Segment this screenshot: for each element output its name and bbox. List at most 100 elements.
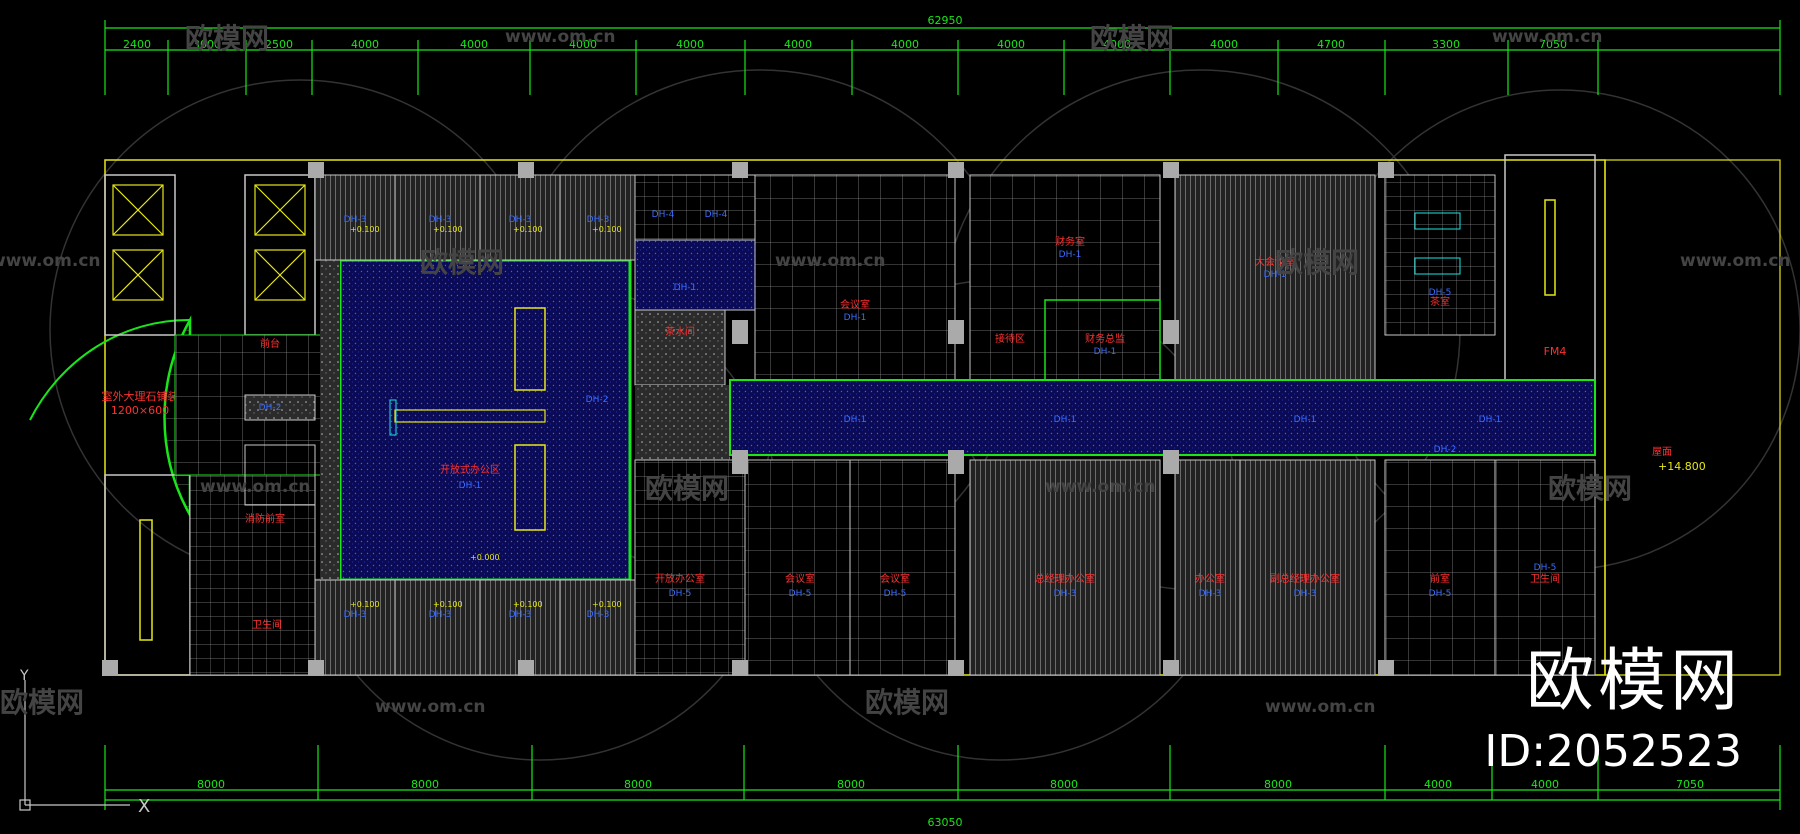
columns <box>102 162 1394 676</box>
washroom-left <box>189 474 316 676</box>
tea-room-floor <box>634 309 726 386</box>
room-tag: DH-3 <box>587 215 610 225</box>
watermark-brand: 欧模网 <box>645 472 729 505</box>
dim-label: 7050 <box>1539 38 1567 51</box>
watermark-brand: 欧模网 <box>865 686 949 719</box>
room-tag: DH-5 <box>789 589 812 599</box>
dim-label: 4000 <box>460 38 488 51</box>
watermark-brand: 欧模网 <box>1090 22 1174 55</box>
open-office-edge <box>320 260 340 580</box>
watermark-site: www.om.cn <box>1492 27 1603 47</box>
partition <box>394 409 546 423</box>
room-tag: DH-5 <box>884 589 907 599</box>
room-tag: DH-3 <box>587 610 610 620</box>
watermark-site: www.om.cn <box>775 251 886 271</box>
watermark-id: ID:2052523 <box>1484 726 1742 777</box>
watermark-site: www.om.cn <box>1045 477 1156 497</box>
entrance-arc <box>29 318 191 421</box>
room-name: 总经理办公室 <box>1035 572 1095 585</box>
watermark-brand: 欧模网 <box>0 686 84 719</box>
room-tag: DH-5 <box>1429 288 1452 298</box>
room-tag: DH-1 <box>1059 250 1082 260</box>
room-name: 前台 <box>260 337 280 350</box>
room-tag: DH-1 <box>844 313 867 323</box>
room-tag: DH-5 <box>1534 563 1557 573</box>
dim-label: 8000 <box>837 778 865 791</box>
room-tag: DH-5 <box>1429 589 1452 599</box>
room-name: 接待区 <box>995 332 1025 345</box>
tea-table <box>1414 212 1461 230</box>
semicircle-size: 1200×600 <box>111 404 169 417</box>
room-name: 卫生间 <box>252 618 282 631</box>
level-mark: +0.100 <box>350 225 380 234</box>
level-mark: +0.100 <box>513 225 543 234</box>
dim-label: 8000 <box>197 778 225 791</box>
dim-label: 4000 <box>569 38 597 51</box>
dim-label: 4700 <box>1317 38 1345 51</box>
bottom-dimension-chain <box>104 745 1781 810</box>
open-office-label: 开放式办公区 <box>440 463 500 476</box>
room-tag: DH-1 <box>1294 415 1317 425</box>
room-name: 茶水间 <box>665 325 695 338</box>
room-name: 茶室 <box>1430 295 1450 308</box>
dim-label: 4000 <box>1103 38 1131 51</box>
watermark-repeats: 欧模网 欧模网 欧模网 欧模网 欧模网 欧模网 欧模网 欧模网 <box>0 22 1632 719</box>
watermark-site: www.om.cn <box>0 251 101 271</box>
room-name: 副总经理办公室 <box>1270 572 1340 585</box>
level-mark: +0.100 <box>592 225 622 234</box>
room-name: 卫生间 <box>1530 572 1560 585</box>
room-tag: DH-3 <box>429 610 452 620</box>
roof-terrace-outline <box>1604 159 1781 676</box>
room-tag: DH-1 <box>1094 347 1117 357</box>
level-mark: +0.100 <box>350 600 380 609</box>
room-names: 会议室 财务室 财务总监 接待区 大会议室 茶室 茶水间 开放办公室 会议室 会… <box>245 235 1672 631</box>
watermark-brand: 欧模网 <box>1548 472 1632 505</box>
room-name: 大会议室 <box>1255 255 1295 268</box>
room-tag: DH-3 <box>1294 589 1317 599</box>
corridor-link <box>635 385 730 460</box>
bottom-dim-labels: 8000 8000 8000 8000 8000 8000 4000 4000 … <box>197 778 1704 791</box>
dim-label: 8000 <box>411 778 439 791</box>
watermark-site: www.om.cn <box>505 27 616 47</box>
level-mark: +0.100 <box>433 600 463 609</box>
room-tag: DH-3 <box>509 610 532 620</box>
room-tag: DH-3 <box>509 215 532 225</box>
dim-label: 4000 <box>784 38 812 51</box>
top-offices <box>314 154 1596 381</box>
dim-label: 4000 <box>1424 778 1452 791</box>
room-name: 会议室 <box>840 298 870 311</box>
watermark-site: www.om.cn <box>200 477 311 497</box>
watermark-sites: www.om.cn www.om.cn www.om.cn www.om.cn … <box>0 27 1791 717</box>
workstation <box>514 444 546 531</box>
elevation-mark: +14.800 <box>1658 460 1706 473</box>
dim-label: 3300 <box>1432 38 1460 51</box>
tea-table <box>1414 257 1461 275</box>
dim-label: 8000 <box>1264 778 1292 791</box>
partition-end <box>389 399 397 436</box>
room-name: 办公室 <box>1195 572 1225 585</box>
room-tag: DH-4 <box>705 210 728 220</box>
elevator-cars <box>112 184 306 301</box>
dim-label: 2400 <box>123 38 151 51</box>
room-tag: DH-1 <box>1479 415 1502 425</box>
room-name: 会议室 <box>880 572 910 585</box>
room-tag: DH-1 <box>459 481 482 491</box>
watermark-site: www.om.cn <box>1265 697 1376 717</box>
room-tag: DH-1 <box>1054 415 1077 425</box>
watermark-site: www.om.cn <box>1680 251 1791 271</box>
room-tag: DH-3 <box>344 215 367 225</box>
room-tag: DH-3 <box>1199 589 1222 599</box>
dim-label: 4000 <box>676 38 704 51</box>
top-dim-labels: 2400 3000 2500 4000 4000 4000 4000 4000 … <box>123 38 1567 51</box>
semicircle-label: 室外大理石铺装 <box>102 389 179 403</box>
axis-x-label: X <box>138 796 150 817</box>
room-tag: DH-1 <box>844 415 867 425</box>
fire-door-label: FM4 <box>1544 345 1567 358</box>
main-corridor <box>729 379 1596 456</box>
room-name: 开放办公室 <box>655 572 705 585</box>
watermark-brand: 欧模网 <box>1275 246 1359 279</box>
bottom-offices <box>314 459 1596 676</box>
ucs-axis-icon <box>19 680 130 811</box>
